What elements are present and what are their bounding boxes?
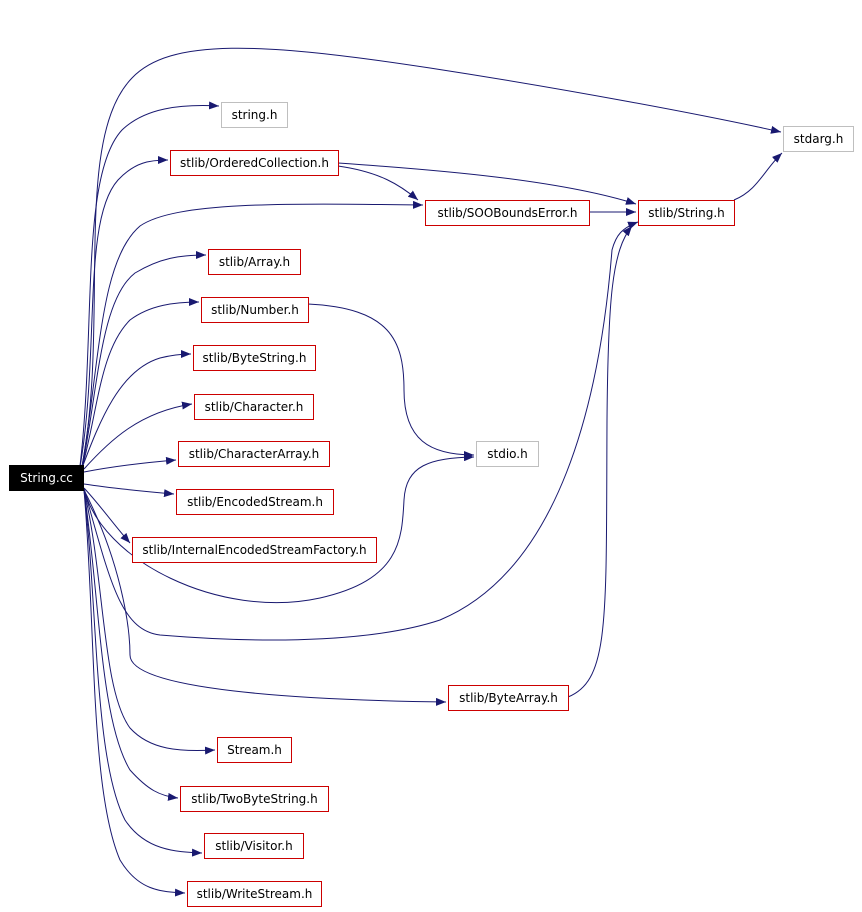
node-two-byte-string[interactable]: stlib/TwoByteString.h	[180, 786, 329, 812]
edge-string-cc-to-two-byte-string	[83, 489, 179, 801]
edge-byte-array-to-stlib-string	[567, 225, 633, 698]
edge-string-cc-to-character-array	[83, 456, 177, 473]
node-label: stlib/InternalEncodedStreamFactory.h	[142, 543, 366, 557]
edge-stlib-string-to-stdarg-h	[733, 152, 783, 201]
edge-string-cc-to-byte-array	[83, 489, 447, 706]
node-label: stdio.h	[487, 447, 527, 461]
node-box	[448, 685, 569, 711]
edge-string-cc-to-encoded-stream	[83, 483, 175, 498]
node-label: stdarg.h	[794, 132, 844, 146]
node-stlib-string[interactable]: stlib/String.h	[638, 200, 735, 226]
node-box	[194, 394, 314, 420]
node-box	[176, 489, 334, 515]
edge-string-cc-to-soo-bounds	[81, 200, 424, 468]
edge-ordered-collection-to-soo-bounds	[337, 165, 419, 201]
node-soo-bounds[interactable]: stlib/SOOBoundsError.h	[425, 200, 590, 226]
edge-string-cc-to-stream	[83, 489, 216, 755]
node-box	[170, 150, 339, 176]
edge-string-cc-to-ordered-collection	[79, 156, 169, 468]
node-box	[783, 126, 854, 152]
edge-ordered-collection-to-stlib-string	[337, 162, 637, 205]
node-box	[221, 102, 288, 128]
node-box	[204, 833, 304, 859]
edge-string-cc-to-stdarg-h	[81, 47, 782, 467]
node-write-stream[interactable]: stlib/WriteStream.h	[187, 881, 322, 907]
edge-string-cc-to-character	[83, 401, 193, 470]
node-number[interactable]: stlib/Number.h	[201, 297, 309, 323]
node-stream[interactable]: Stream.h	[217, 737, 292, 763]
edge-string-cc-to-visitor	[83, 489, 203, 857]
node-byte-array[interactable]: stlib/ByteArray.h	[448, 685, 569, 711]
node-label: stlib/CharacterArray.h	[189, 447, 320, 461]
node-label: stlib/ByteArray.h	[459, 691, 558, 705]
node-byte-string[interactable]: stlib/ByteString.h	[193, 345, 316, 371]
edge-string-cc-to-number	[81, 298, 200, 469]
node-label: stlib/TwoByteString.h	[191, 792, 317, 806]
node-box	[217, 737, 292, 763]
node-box	[638, 200, 735, 226]
node-box	[425, 200, 590, 226]
node-box	[180, 786, 329, 812]
node-internal-factory[interactable]: stlib/InternalEncodedStreamFactory.h	[132, 537, 377, 563]
node-label: stlib/EncodedStream.h	[187, 495, 323, 509]
edge-string-cc-to-write-stream	[83, 489, 186, 897]
node-label: stlib/SOOBoundsError.h	[437, 206, 577, 220]
node-box	[208, 249, 301, 275]
node-box	[187, 881, 322, 907]
edge-string-cc-to-byte-string	[81, 350, 192, 469]
node-label: stlib/Number.h	[211, 303, 299, 317]
node-label: String.cc	[20, 471, 73, 485]
node-stdio-h[interactable]: stdio.h	[476, 441, 539, 467]
node-encoded-stream[interactable]: stlib/EncodedStream.h	[176, 489, 334, 515]
node-label: string.h	[232, 108, 278, 122]
node-string-h[interactable]: string.h	[221, 102, 288, 128]
node-array[interactable]: stlib/Array.h	[208, 249, 301, 275]
edge-string-cc-to-array	[81, 251, 207, 469]
node-label: stlib/Visitor.h	[215, 839, 292, 853]
edge-number-to-stdio-h	[307, 303, 475, 459]
node-ordered-collection[interactable]: stlib/OrderedCollection.h	[170, 150, 339, 176]
node-character-array[interactable]: stlib/CharacterArray.h	[178, 441, 330, 467]
node-label: stlib/ByteString.h	[203, 351, 307, 365]
node-label: stlib/OrderedCollection.h	[180, 156, 329, 170]
node-character[interactable]: stlib/Character.h	[194, 394, 314, 420]
root-node: String.cc	[9, 465, 84, 491]
node-visitor[interactable]: stlib/Visitor.h	[204, 833, 304, 859]
edge-string-cc-to-stlib-string	[83, 221, 639, 641]
node-label: stlib/String.h	[648, 206, 725, 220]
node-box	[9, 465, 84, 491]
nodes-layer: String.cc string.h stdarg.h stlib/OrderedCo…	[9, 102, 854, 907]
node-box	[178, 441, 330, 467]
node-stdarg-h[interactable]: stdarg.h	[783, 126, 854, 152]
edge-string-cc-to-stdio-h	[83, 453, 475, 603]
node-label: Stream.h	[227, 743, 282, 757]
node-label: stlib/Array.h	[219, 255, 290, 269]
node-box	[193, 345, 316, 371]
node-box	[132, 537, 377, 563]
node-box	[476, 441, 539, 467]
node-box	[201, 297, 309, 323]
edge-string-cc-to-string-h	[79, 101, 220, 467]
node-label: stlib/WriteStream.h	[197, 887, 313, 901]
node-label: stlib/Character.h	[205, 400, 304, 414]
edge-string-cc-to-internal-factory	[83, 487, 131, 544]
